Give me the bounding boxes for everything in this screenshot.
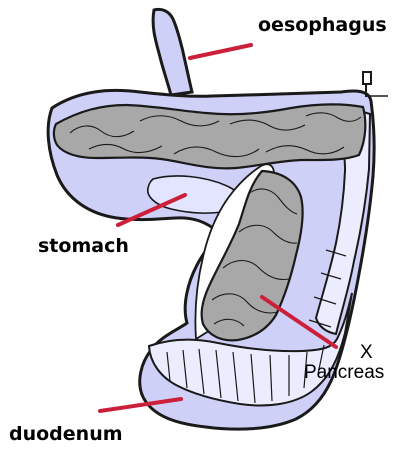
pancreas-upper-lobe (54, 104, 365, 168)
oesophagus-tube (153, 9, 192, 95)
stomach-label: stomach (38, 237, 129, 256)
oesophagus-label: oesophagus (258, 16, 387, 35)
duct-marks (363, 72, 388, 97)
oesophagus-pointer (190, 45, 251, 58)
x-marker-label: X (360, 343, 373, 362)
top-duct-marker (363, 72, 371, 84)
duodenum-label: duodenum (9, 425, 123, 444)
pancreas-label: Pancreas (304, 363, 384, 382)
